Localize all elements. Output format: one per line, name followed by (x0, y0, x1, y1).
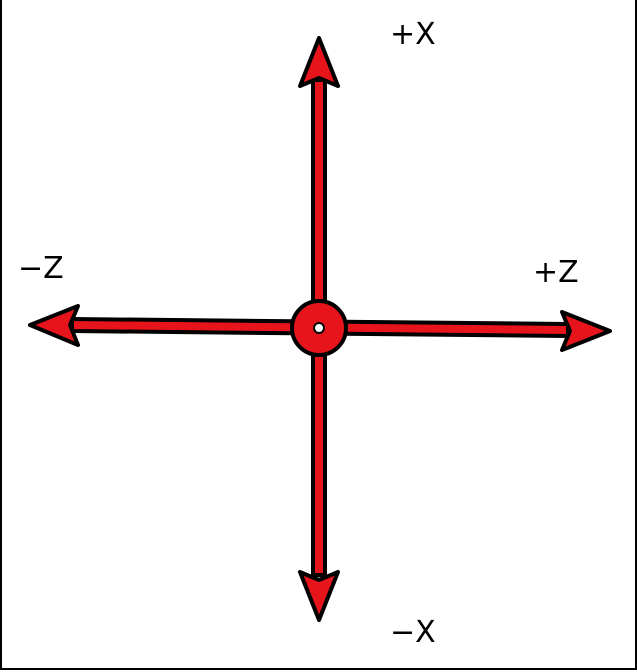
pos-z-arrowhead (560, 310, 612, 352)
origin-dot (313, 322, 325, 334)
neg-x-arrowhead (298, 570, 340, 622)
z-axis-arrow (28, 304, 612, 352)
label-neg-z: −Z (18, 251, 64, 286)
label-neg-x: −X (390, 615, 436, 650)
neg-z-arrowhead (28, 304, 80, 347)
pos-x-arrowhead (298, 36, 340, 88)
origin-hub (290, 299, 348, 357)
label-pos-x: +X (390, 17, 436, 52)
label-pos-z: +Z (533, 255, 579, 290)
